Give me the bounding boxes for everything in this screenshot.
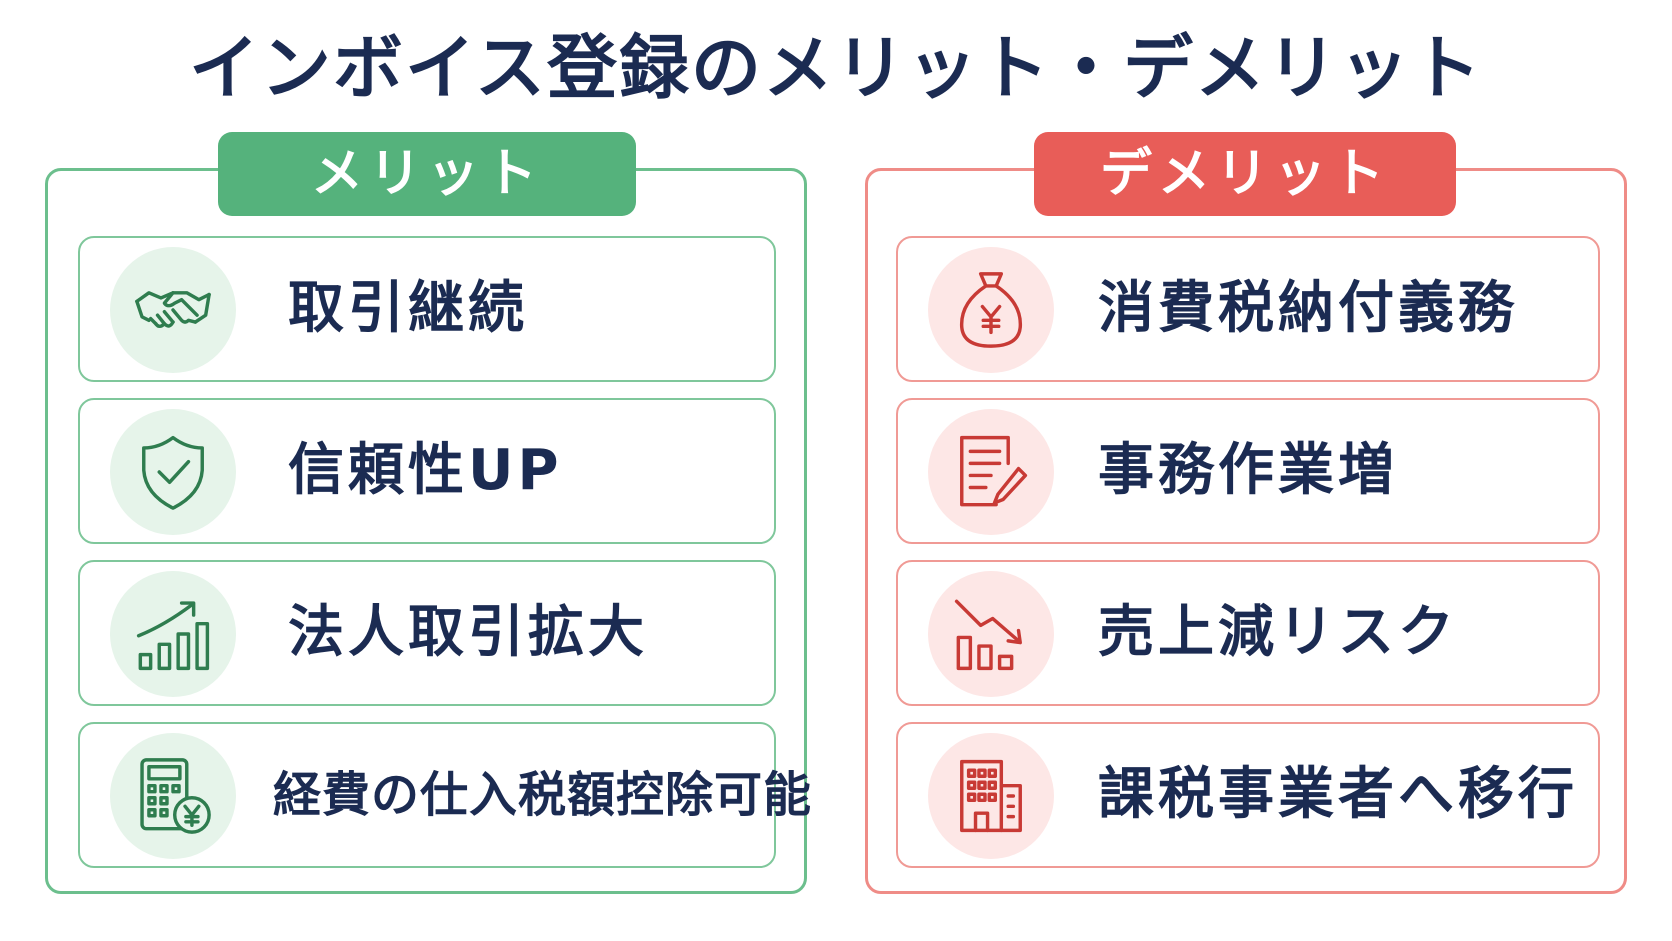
merit-item: 経費の仕入税額控除可能 [78,722,811,868]
growth-chart-icon [110,571,236,697]
merit-item-label: 信頼性UP [288,438,563,503]
office-building-icon [928,733,1054,859]
merit-item: 取引継続 [78,236,776,382]
merit-badge: メリット [218,132,636,216]
demerit-item-label: 売上減リスク [1098,600,1458,665]
handshake-icon [110,247,236,373]
demerit-item: 課税事業者へ移行 [896,722,1600,868]
merit-item-label: 取引継続 [288,276,528,341]
merit-item-label: 経費の仕入税額控除可能 [273,767,813,823]
merit-item-label: 法人取引拡大 [288,600,648,665]
demerit-item: 消費税納付義務 [896,236,1600,382]
document-pen-icon [928,409,1054,535]
demerit-item-label: 課税事業者へ移行 [1098,762,1578,827]
demerit-item-label: 事務作業増 [1098,438,1398,503]
demerit-badge: デメリット [1034,132,1456,216]
page-title: インボイス登録のメリット・デメリット [189,27,1483,109]
declining-chart-icon [928,571,1054,697]
calculator-yen-icon [110,733,236,859]
demerit-item-label: 消費税納付義務 [1098,276,1518,341]
shield-check-icon [110,409,236,535]
demerit-item: 売上減リスク [896,560,1600,706]
money-bag-yen-icon [928,247,1054,373]
demerit-item: 事務作業増 [896,398,1600,544]
merit-item: 信頼性UP [78,398,776,544]
merit-item: 法人取引拡大 [78,560,776,706]
